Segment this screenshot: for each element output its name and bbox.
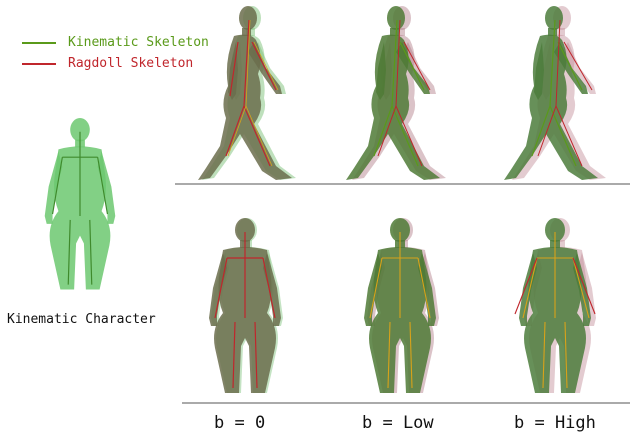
legend-ragdoll: Ragdoll Skeleton xyxy=(22,57,193,71)
kinematic-character xyxy=(45,118,116,290)
kinematic-character-caption: Kinematic Character xyxy=(7,312,156,327)
side-view-low xyxy=(346,6,446,180)
side-view-high xyxy=(504,6,606,180)
kinematic-line-swatch xyxy=(22,42,56,44)
ragdoll-line-swatch xyxy=(22,63,56,65)
legend-ragdoll-label: Ragdoll Skeleton xyxy=(68,57,193,71)
legend-kinematic-label: Kinematic Skeleton xyxy=(68,36,209,50)
front-view-low xyxy=(364,218,439,393)
legend-kinematic: Kinematic Skeleton xyxy=(22,36,209,50)
label-b-high: b = High xyxy=(514,413,596,433)
label-b0: b = 0 xyxy=(214,413,265,433)
front-view-high xyxy=(515,218,596,393)
side-view-b0 xyxy=(198,6,296,180)
front-view-b0 xyxy=(209,218,283,393)
label-b-low: b = Low xyxy=(362,413,434,433)
